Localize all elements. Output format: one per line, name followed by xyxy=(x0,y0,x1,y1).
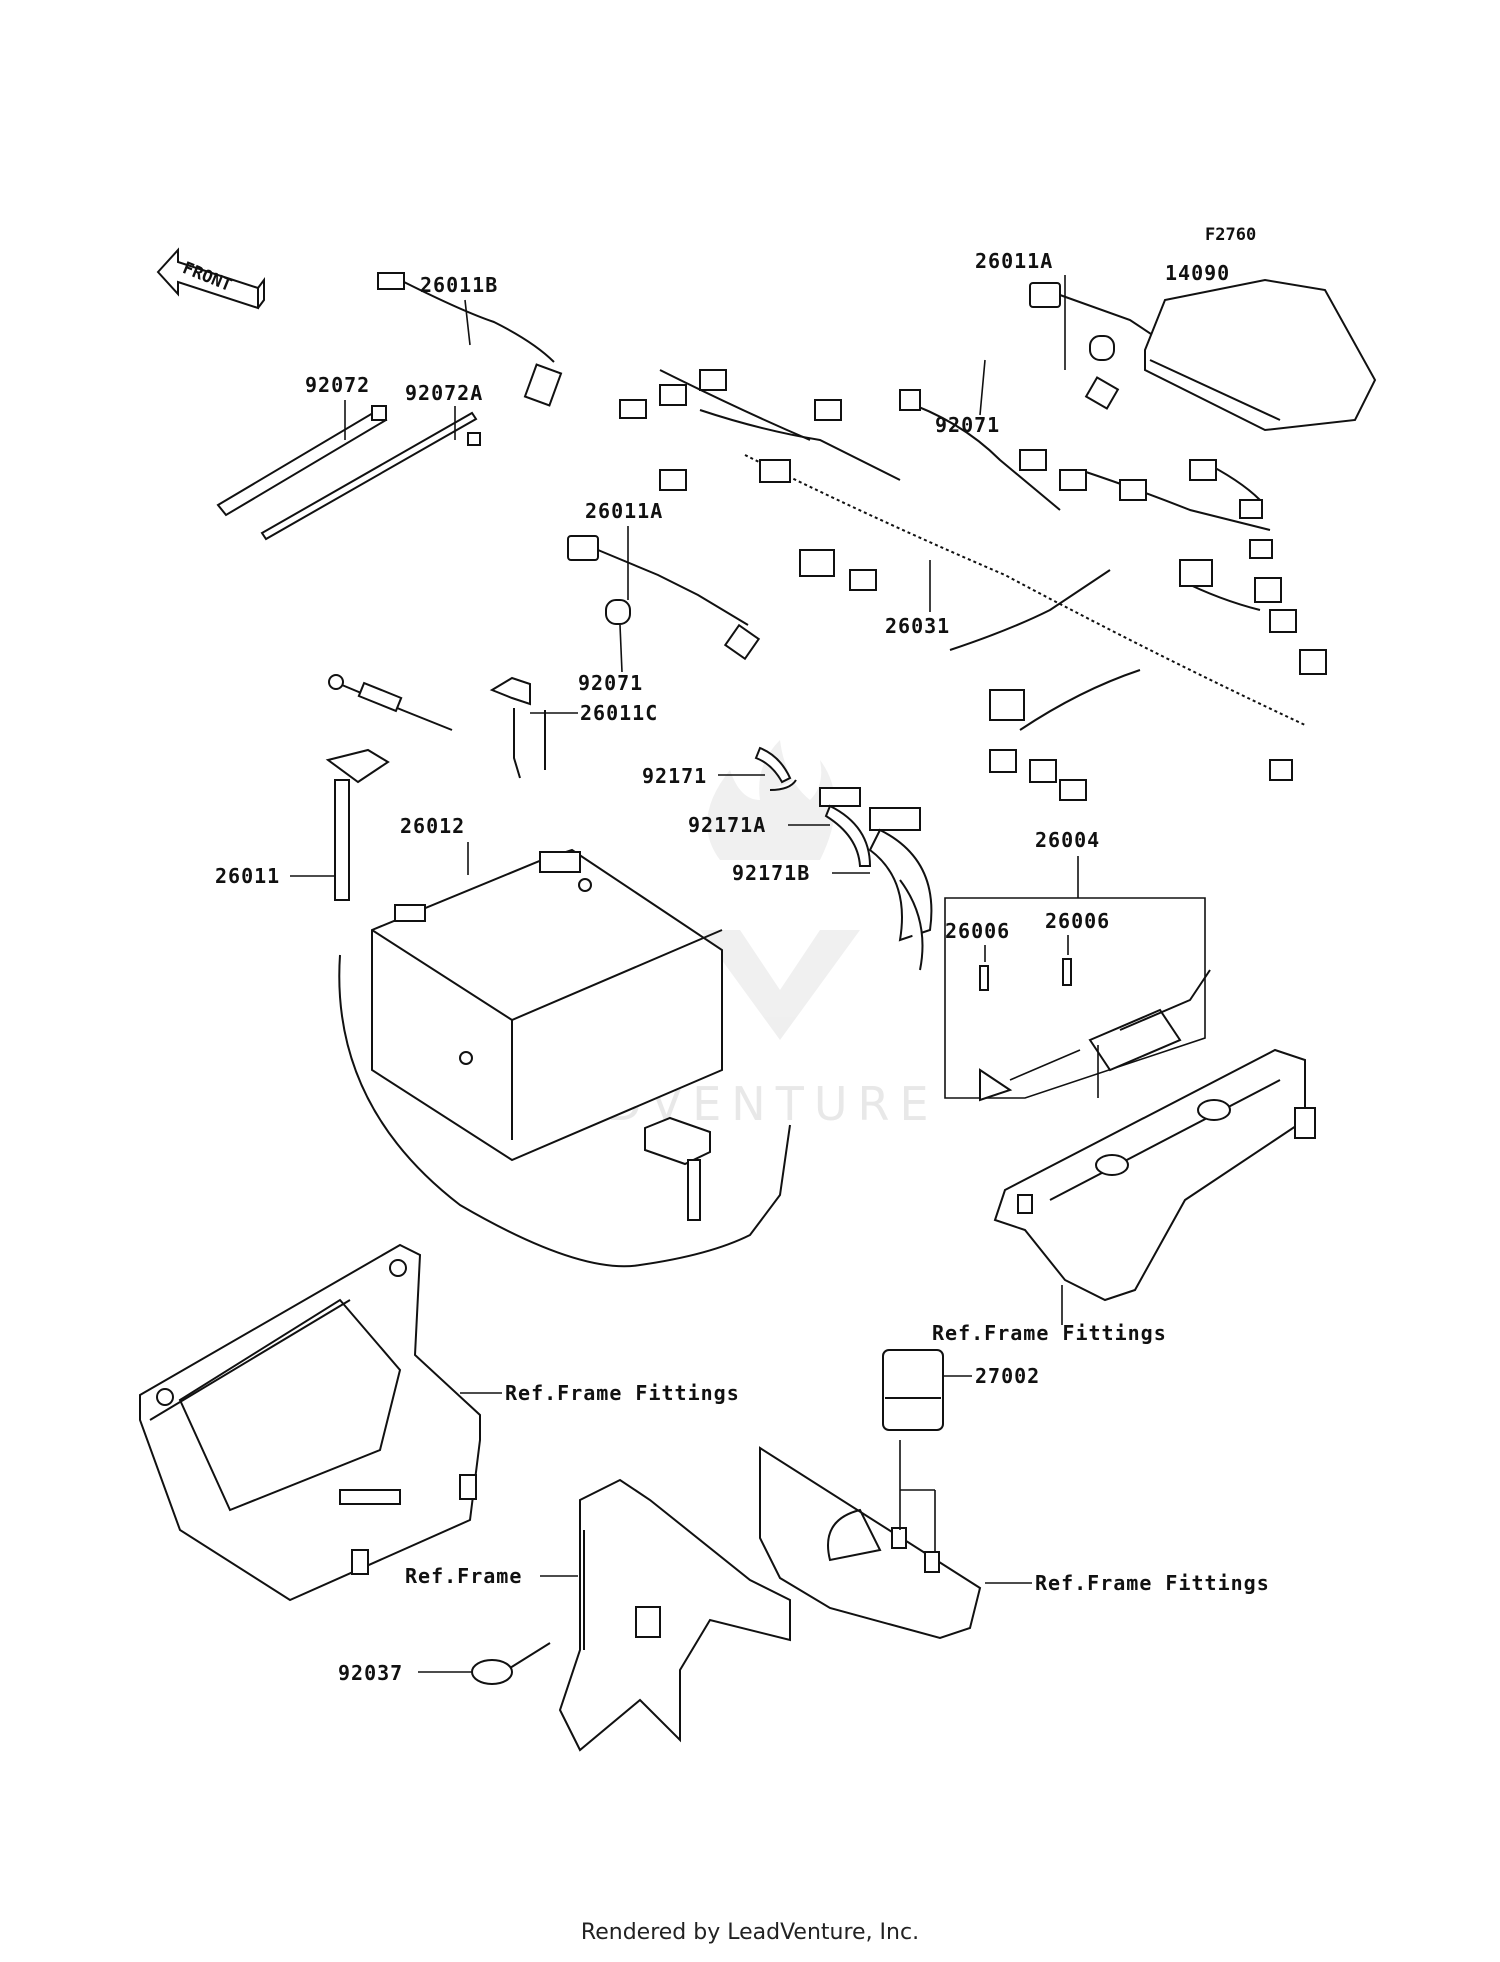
clamp-92037 xyxy=(471,1642,551,1685)
relay-assembly-26004 xyxy=(944,897,1211,1102)
harness-26011A-mid xyxy=(567,535,761,661)
lead-26011C xyxy=(489,676,546,779)
label-26006-a: 26006 xyxy=(945,919,1010,943)
label-26011A-top: 26011A xyxy=(975,249,1053,273)
label-14090: 14090 xyxy=(1165,261,1230,285)
ref-frame: Ref.Frame xyxy=(405,1564,522,1588)
battery-26012 xyxy=(371,848,723,1162)
label-26004: 26004 xyxy=(1035,828,1100,852)
label-92072A: 92072A xyxy=(405,381,483,405)
label-92037: 92037 xyxy=(338,1661,403,1685)
frame-section xyxy=(558,1478,791,1752)
label-26011C: 26011C xyxy=(580,701,658,725)
label-26011B: 26011B xyxy=(420,273,498,297)
footer-credit: Rendered by LeadVenture, Inc. xyxy=(580,1920,920,1945)
label-92171: 92171 xyxy=(642,764,707,788)
figure-code: F2760 xyxy=(1205,225,1256,245)
label-26031: 26031 xyxy=(885,614,950,638)
label-92071-mid: 92071 xyxy=(578,671,643,695)
label-27002: 27002 xyxy=(975,1364,1040,1388)
label-92171B: 92171B xyxy=(732,861,810,885)
negative-terminal xyxy=(644,1116,711,1221)
label-26012: 26012 xyxy=(400,814,465,838)
label-26006-b: 26006 xyxy=(1045,909,1110,933)
ref-frame-fittings-bottom: Ref.Frame Fittings xyxy=(1035,1571,1270,1595)
main-harness-26031 xyxy=(619,369,1327,801)
clamp-92171B xyxy=(868,807,933,971)
label-26011: 26011 xyxy=(215,864,280,888)
cable-26011 xyxy=(325,748,791,1268)
ground-cable xyxy=(328,674,453,731)
ref-frame-fittings-left: Ref.Frame Fittings xyxy=(505,1381,740,1405)
label-92171A: 92171A xyxy=(688,813,766,837)
label-92072: 92072 xyxy=(305,373,370,397)
clamp-92171 xyxy=(754,746,797,791)
front-label: FRONT xyxy=(180,258,235,296)
harness-26011B xyxy=(377,272,563,407)
mounting-plate xyxy=(759,1440,982,1640)
cable-tie-92072A xyxy=(260,411,481,541)
clamp-92171A xyxy=(819,787,872,867)
cover-14090 xyxy=(1144,278,1377,432)
ref-frame-fittings-right: Ref.Frame Fittings xyxy=(932,1321,1167,1345)
battery-case xyxy=(139,1243,481,1602)
cable-tie-92072 xyxy=(216,405,388,517)
bracket-right xyxy=(993,1048,1316,1302)
relay-27002 xyxy=(882,1349,944,1431)
front-arrow: FRONT xyxy=(156,247,265,310)
label-26011A-mid: 26011A xyxy=(585,499,663,523)
